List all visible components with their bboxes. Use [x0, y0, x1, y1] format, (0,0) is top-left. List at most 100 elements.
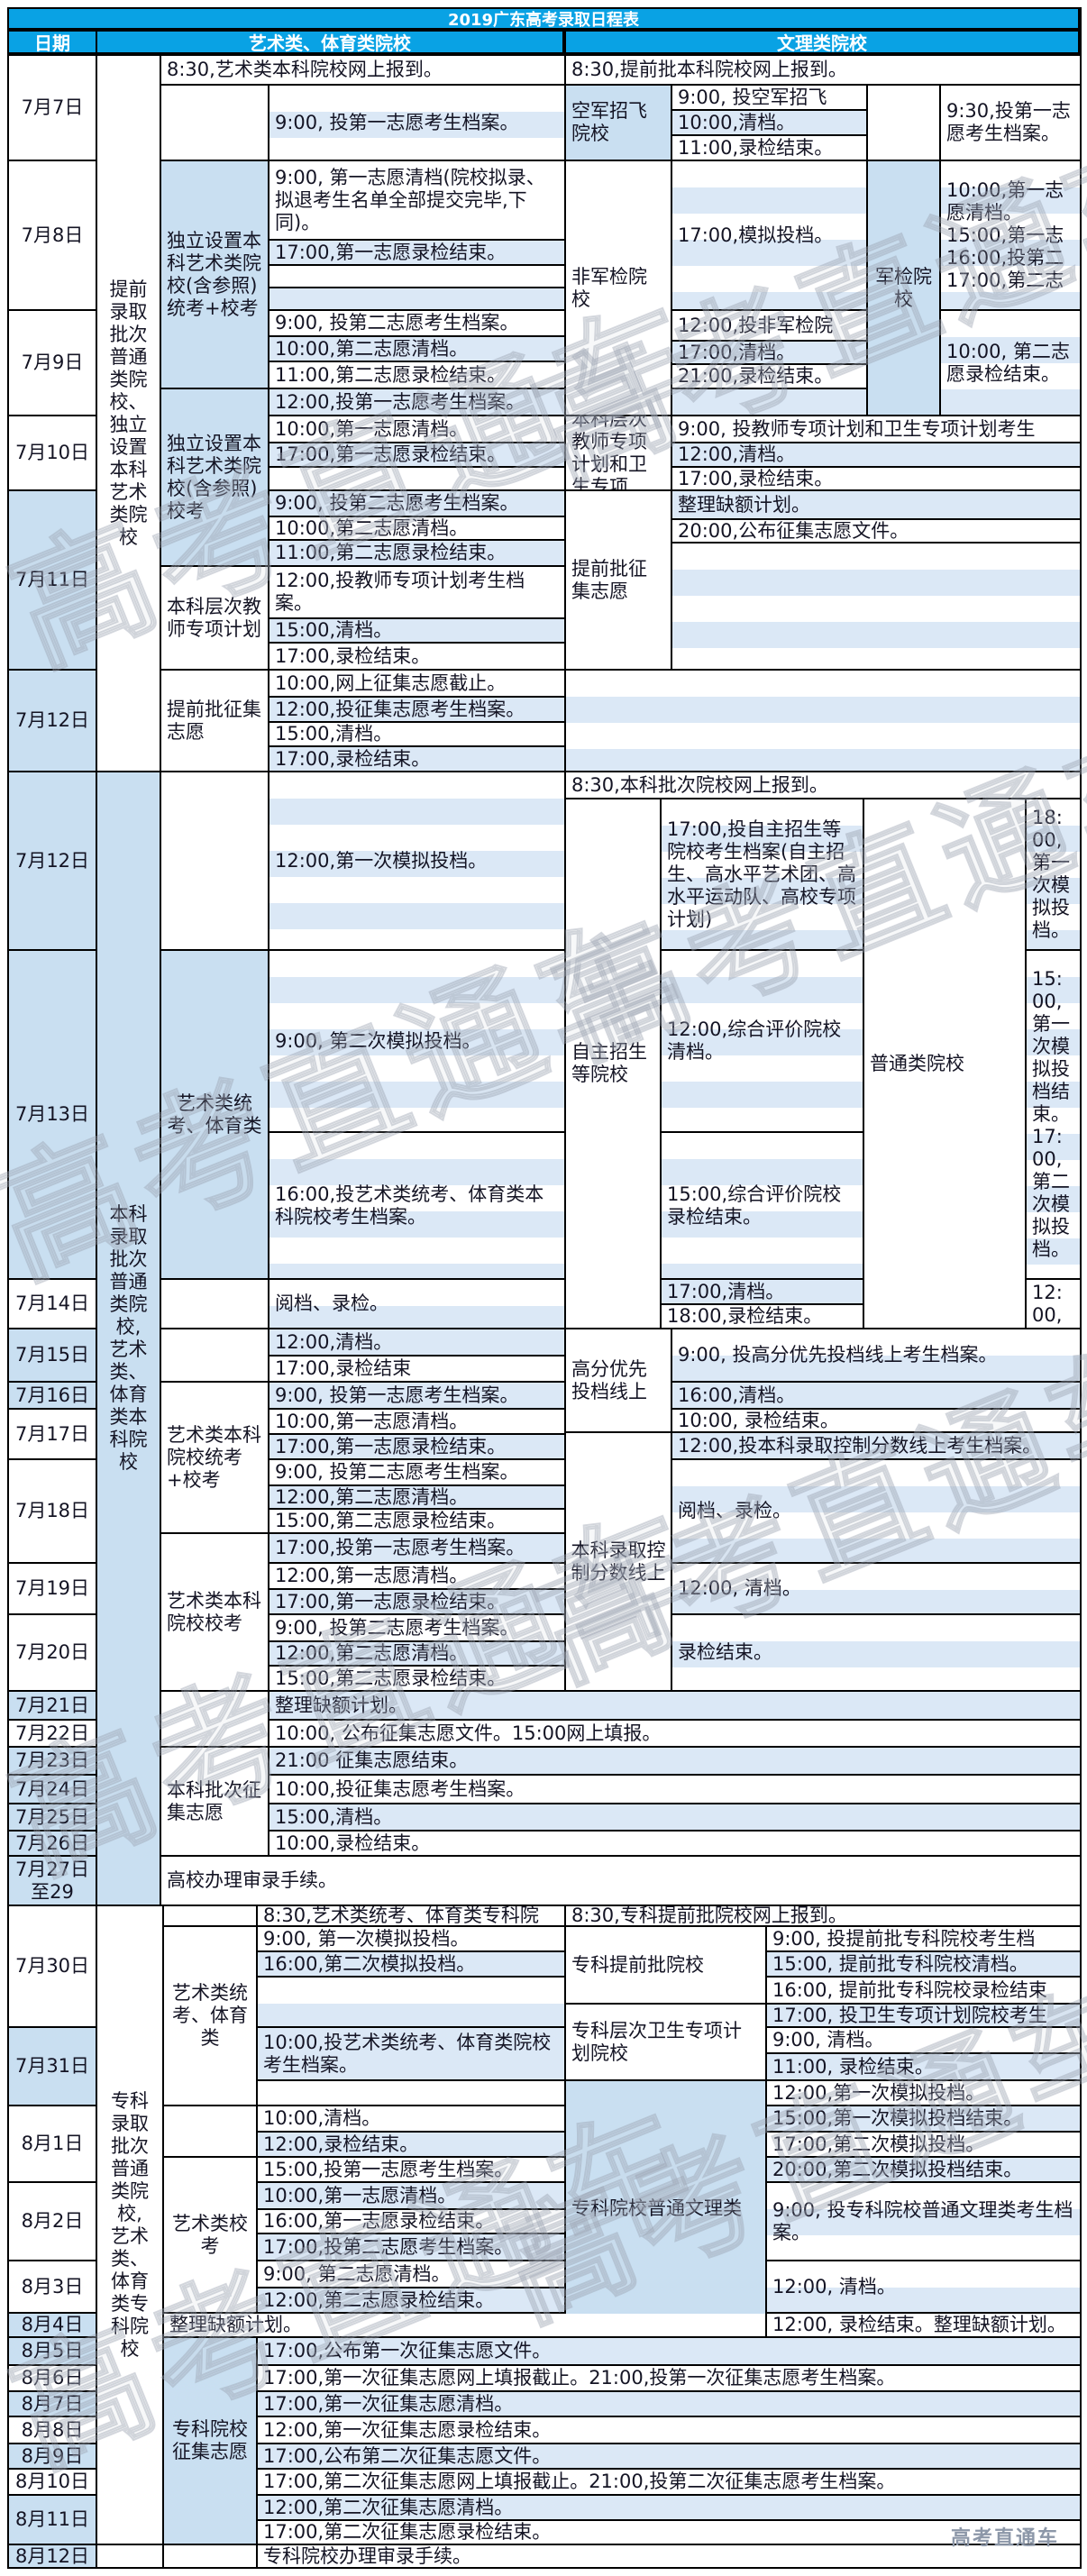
date-jul9: 7月9日	[9, 311, 96, 415]
label-teacher-health-plan: 本科层次教师专项计划和卫生专项	[566, 416, 671, 489]
page-title: 2019广东高考录取日程表	[9, 9, 1078, 30]
date-aug8: 8月8日	[9, 2417, 96, 2443]
item: 12:00,第二次征集志愿清档。	[258, 2496, 1080, 2519]
label-gaofen-youxian: 高分优先投档线上	[566, 1329, 671, 1431]
label-airforce: 空军招飞院校	[566, 86, 671, 160]
item: 阅档、录检。	[269, 1280, 564, 1328]
item: 10:00,清档。	[258, 2106, 564, 2131]
label-zhuanke-early: 专科提前批院校	[566, 1927, 765, 2003]
item: 17:00,投第二志愿考生档案。	[258, 2234, 564, 2260]
item: 16:00,投艺术类统考、体育类本科院校考生档案。	[269, 1133, 564, 1278]
item: 12:00,第一次征集志愿录检结束。	[258, 2417, 1080, 2443]
report-benke: 8:30,本科批次院校网上报到。	[566, 772, 1080, 798]
group-label-zhuanke-batch: 专科录取批次普通类院校,艺术类、体育类专科院校	[97, 1906, 162, 2544]
item: 高校办理审录手续。	[161, 1857, 1080, 1905]
item: 17:00,录检结束	[269, 1357, 564, 1381]
label-art-benke-tongkao: 艺术类本科院校统考+校考	[161, 1383, 268, 1532]
date-jul15: 7月15日	[9, 1329, 96, 1381]
item: 12:00, 清档。	[672, 1564, 1080, 1613]
report-art-zhuanke: 8:30,艺术类统考、体育类专科院	[258, 1906, 564, 1925]
item: 11:00,录检结束。	[672, 136, 866, 160]
label-indep-art-tongkao: 独立设置本科艺术类院校(含参照)统考+校考	[161, 161, 268, 388]
item: 10:00, 公布征集志愿文件。15:00网上填报。	[269, 1721, 1080, 1746]
date-jul30: 7月30日	[9, 1906, 96, 2026]
item: 12:00,投第一志愿考生档案。	[269, 389, 564, 415]
label-military: 军检院校	[868, 161, 939, 415]
item: 17:00,模拟投档。	[672, 161, 866, 309]
empty-label	[164, 2545, 256, 2567]
item: 17:00,录检结束。	[269, 644, 564, 669]
item: 10:00,网上征集志愿截止。	[269, 671, 564, 696]
date-jul18: 7月18日	[9, 1460, 96, 1562]
item: 11:00, 录检结束。	[767, 2054, 1080, 2079]
item: 12:00,录检结束。	[258, 2133, 564, 2156]
item: 16:00,清档。	[672, 1383, 1080, 1408]
item: 15:00,第二志愿录检结束。	[269, 1510, 564, 1532]
item: 10:00,投艺术类统考、体育类院校考生档案。	[258, 2028, 564, 2079]
empty-row	[258, 2081, 564, 2105]
item: 20:00,公布征集志愿文件。	[672, 520, 1080, 542]
item: 21:00,录检结束。	[672, 365, 866, 388]
label-benke-kongzhixian: 本科录取控制分数线上	[566, 1433, 671, 1690]
date-jul7: 7月7日	[9, 56, 96, 160]
item: 9:00, 投教师专项计划和卫生专项计划考生	[672, 416, 1080, 442]
date-aug5: 8月5日	[9, 2338, 96, 2364]
brand-watermark: 高考直通车	[951, 2527, 1060, 2550]
empty-label	[161, 1692, 268, 1746]
item: 10:00,第一志愿清档。	[269, 1410, 564, 1433]
item: 12:00,第一志愿清档。	[269, 1564, 564, 1588]
column-header-date: 日期	[9, 32, 96, 54]
date-aug1: 8月1日	[9, 2106, 96, 2181]
item: 10:00,录检结束。	[269, 1832, 1080, 1855]
item: 12:00,第二志愿清档。	[269, 1486, 564, 1508]
item: 9:00, 投空军招飞	[672, 86, 866, 109]
item: 10:00, 第二志愿录检结束。	[941, 311, 1080, 415]
item: 9:00, 清档。	[767, 2028, 1080, 2052]
item: 17:00,清档。	[672, 342, 866, 363]
item: 18:00,录检结束。	[662, 1305, 863, 1328]
item: 17:00,投第一志愿考生档案。	[269, 1534, 564, 1562]
item: 17:00,第一志愿录检结束。	[269, 1590, 564, 1613]
label-art-tongkao-tiyu-zk: 艺术类统考、体育类	[164, 1927, 256, 2105]
item: 17:00,第二次模拟投档。	[767, 2133, 1080, 2156]
label-putonglei: 普通类院校	[864, 799, 1025, 1328]
item: 17:00,第二次征集志愿录检结束。	[258, 2521, 1080, 2544]
date-aug2: 8月2日	[9, 2183, 96, 2260]
item: 17:00, 投卫生专项计划院校考生	[767, 2005, 1080, 2026]
item: 17:00,第一志愿录检结束。	[269, 241, 564, 264]
item: 11:00,第二志愿录检结束。	[269, 362, 564, 388]
report-art-jul7: 8:30,艺术类本科院校网上报到。	[161, 56, 564, 84]
item: 12:00, 录检结束。整理缺额计划。	[767, 2314, 1080, 2336]
empty-label	[97, 2545, 162, 2567]
item: 15:00,清档。	[269, 723, 564, 745]
item: 12:00,投征集志愿考生档案。	[269, 698, 564, 721]
item: 17:00,第二次征集志愿网上填报截止。21:00,投第二次征集志愿考生档案。	[258, 2470, 1080, 2494]
empty-rows	[566, 671, 1080, 771]
label-zhuanke-wenli: 专科院校普通文理类	[566, 2081, 765, 2336]
item: 16:00,第一志愿录检结束。	[258, 2210, 564, 2233]
date-aug4: 8月4日	[9, 2314, 96, 2336]
date-jul27-29: 7月27日 至29	[9, 1857, 96, 1905]
item: 9:00, 投第二志愿考生档案。	[269, 1615, 564, 1640]
empty-row	[269, 468, 564, 489]
date-aug9: 8月9日	[9, 2444, 96, 2468]
report-zhuanke-early: 8:30,专科提前批院校网上报到。	[566, 1906, 1080, 1925]
item: 10:00,第一志愿清档。 15:00,第一志 16:00,投第二 17:00,…	[941, 161, 1080, 309]
date-jul31: 7月31日	[9, 2028, 96, 2105]
date-jul23: 7月23日	[9, 1748, 96, 1774]
item: 9:00, 投高分优先投档线上考生档案。	[672, 1329, 1080, 1381]
date-jul12a: 7月12日	[9, 671, 96, 771]
item: 12:00,投本科录取控制分数线上考生档案。	[672, 1433, 1080, 1458]
date-jul12b: 7月12日	[9, 772, 96, 949]
item: 12:00,第一次模拟投档。	[269, 772, 564, 949]
item: 15:00, 提前批专科院校清档。	[767, 1952, 1080, 1976]
item: 9:00, 第二次模拟投档。	[269, 951, 564, 1131]
item: 17:00,第一次征集志愿清档。	[258, 2392, 1080, 2416]
date-aug11: 8月11日	[9, 2496, 96, 2544]
item: 17:00,公布第二次征集志愿文件。	[258, 2444, 1080, 2468]
item: 9:00, 投提前批专科院校考生档	[767, 1927, 1080, 1950]
item: 11:00,第二志愿录检结束。	[269, 541, 564, 565]
empty-label	[164, 1906, 256, 1925]
empty-label	[161, 1329, 268, 1381]
item: 10:00,第一志愿清档。	[269, 416, 564, 442]
